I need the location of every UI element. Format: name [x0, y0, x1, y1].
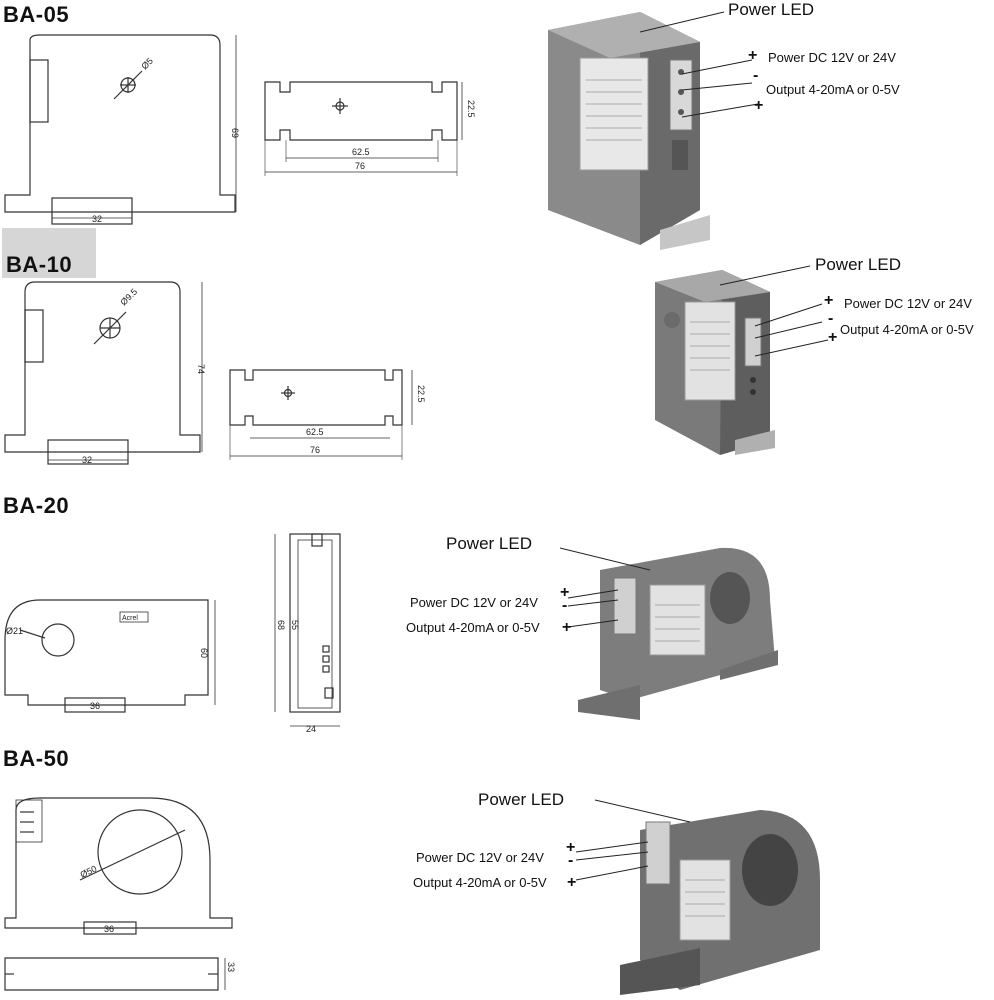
ba20-side-depth-dim: 24: [306, 724, 316, 734]
ba05-height-dim: 69: [230, 128, 240, 138]
ba50-minus-sign: -: [568, 852, 574, 869]
ba50-power-led-label: Power LED: [478, 790, 564, 809]
ba05-top-inner-dim: 62.5: [352, 147, 370, 157]
ba05-top-outer-dim: 76: [355, 161, 365, 171]
ba05-output-label: Output 4-20mA or 0-5V: [766, 82, 900, 97]
ba05-leader-lines: [639, 11, 759, 118]
ba20-height-dim: 60: [199, 648, 209, 658]
ba10-output-label: Output 4-20mA or 0-5V: [840, 322, 974, 337]
ba05-top-depth-dim: 22.5: [466, 100, 476, 118]
ba20-side-h1-dim: 68: [276, 620, 286, 630]
ba05-foot-dim: 32: [92, 214, 102, 224]
ba20-power-label: Power DC 12V or 24V: [410, 595, 538, 610]
ba20-brand-label: Acrel: [122, 615, 138, 622]
ba10-plus-sign-2: +: [828, 329, 838, 346]
ba10-power-label: Power DC 12V or 24V: [844, 296, 972, 311]
ba05-power-led-label: Power LED: [728, 0, 814, 19]
ba50-plus-sign-2: +: [567, 874, 577, 891]
ba50-device-photo: [620, 810, 820, 995]
ba50-plus-sign-1: +: [566, 839, 576, 856]
ba20-foot-dim: 36: [90, 701, 100, 711]
ba05-hole-dim: Ø5: [139, 56, 155, 72]
ba05-front-view: [4, 34, 237, 225]
ba10-title: BA-10: [2, 228, 96, 278]
ba10-device-photo: [655, 270, 775, 455]
ba10-top-outer-dim: 76: [310, 445, 320, 455]
ba05-minus-sign: -: [753, 67, 759, 84]
ba10-top-depth-dim: 22.5: [416, 385, 426, 403]
ba50-output-label: Output 4-20mA or 0-5V: [413, 875, 547, 890]
ba50-leader-lines: [575, 799, 691, 881]
ba20-plus-sign-2: +: [562, 619, 572, 636]
ba10-minus-sign: -: [828, 310, 834, 327]
ba20-hole-dim: Ø21: [6, 626, 23, 636]
ba10-leader-lines: [719, 265, 829, 357]
ba50-top-view: [4, 957, 226, 991]
ba05-power-label: Power DC 12V or 24V: [768, 50, 896, 65]
ba05-plus-sign-1: +: [748, 47, 758, 64]
ba20-plus-sign-1: +: [560, 584, 570, 601]
ba10-power-led-label: Power LED: [815, 255, 901, 274]
ba20-side-h2-dim: 55: [290, 620, 300, 630]
ba05-top-view: [264, 81, 463, 176]
ba20-leader-lines: [559, 547, 651, 628]
ba50-power-label: Power DC 12V or 24V: [416, 850, 544, 865]
ba05-title: BA-05: [3, 2, 70, 27]
ba10-top-inner-dim: 62.5: [306, 427, 324, 437]
ba10-foot-dim: 32: [82, 455, 92, 465]
ba10-hole-dim: Ø9.5: [118, 287, 139, 308]
ba20-front-view: [4, 599, 216, 713]
ba50-front-view: [4, 797, 233, 935]
ba20-minus-sign: -: [562, 597, 568, 614]
ba50-depth-dim: 33: [226, 962, 236, 972]
ba20-side-view: [274, 533, 341, 727]
ba10-height-dim: 74: [196, 364, 206, 374]
ba10-front-view: [4, 281, 203, 465]
ba20-power-led-label: Power LED: [446, 534, 532, 553]
ba10-top-view: [229, 369, 413, 460]
ba20-output-label: Output 4-20mA or 0-5V: [406, 620, 540, 635]
ba05-device-photo: [548, 12, 710, 250]
ba50-title: BA-50: [3, 746, 70, 771]
ba50-hole-dim: Ø50: [79, 864, 99, 880]
ba05-plus-sign-2: +: [754, 97, 764, 114]
ba50-foot-dim: 36: [104, 924, 114, 934]
ba10-plus-sign-1: +: [824, 292, 834, 309]
ba20-title: BA-20: [3, 493, 70, 518]
ba20-device-photo: [578, 547, 778, 720]
